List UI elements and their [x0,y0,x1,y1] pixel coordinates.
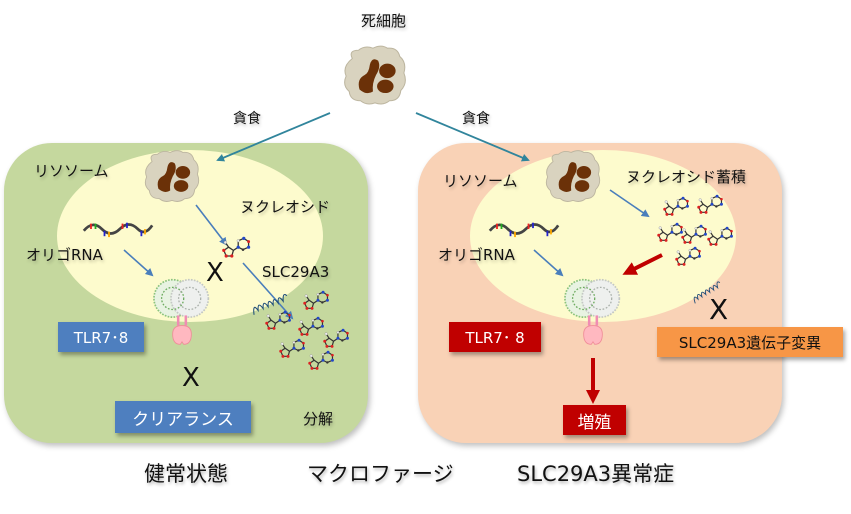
oligo-rna-label: オリゴRNA [438,246,515,264]
lysosome-to-nucleoside-arrow [195,204,228,246]
oligo-rna-icon [488,221,560,239]
lysosome-label: リソソーム [443,172,518,190]
mutation-x-mark: X [709,293,729,326]
tlr-receptor-icon [564,278,621,346]
degradation-label: 分解 [303,410,334,428]
accumulated-nucleosides-icon [656,194,734,267]
tlr-label-box: TLR7･8 [58,322,144,352]
rna-to-tlr-arrow [533,249,564,277]
nucleoside-molecule-icon [221,236,251,259]
blocked-x-mark: X [206,258,224,288]
mutation-label-box: SLC29A3遺伝子変異 [657,327,843,357]
clearance-label-box: クリアランス [115,401,251,433]
slc29a3-label: SLC29A3 [262,263,330,281]
nucleoside-label: ヌクレオシド [240,198,331,216]
oligo-rna-icon [82,221,154,239]
lysosome-label: リソソーム [34,162,109,180]
engulfed-dead-cell-icon [144,150,200,202]
tlr-label-box: TLR7･ 8 [449,322,541,352]
phagocytosis-arrow-right [415,112,530,162]
tlr-receptor-icon [153,278,210,346]
engulfed-dead-cell-icon [545,150,601,202]
phagocytosis-label-right: 貪食 [462,111,490,127]
dead-cell-icon [344,45,406,105]
nucleoside-accumulation-label: ヌクレオシド蓄積 [626,168,747,186]
dead-cell-label: 死細胞 [361,12,407,30]
disease-caption: SLC29A3異常症 [517,462,675,486]
inactive-x-mark: X [182,363,200,393]
lysosome-to-nucleoside-arrow [609,189,650,218]
slc29a3-transporter-icon [250,293,290,316]
transport-arrow [242,262,294,320]
macrophage-caption: マクロファージ [307,462,454,486]
oligo-rna-label: オリゴRNA [26,246,103,264]
rna-to-tlr-arrow [123,249,154,277]
healthy-state-caption: 健常状態 [144,462,228,486]
phagocytosis-label-left: 貪食 [233,111,261,127]
accumulation-to-tlr-arrow [622,253,663,275]
proliferation-label-box: 増殖 [563,405,626,435]
phagocytosis-arrow-left [216,112,331,162]
